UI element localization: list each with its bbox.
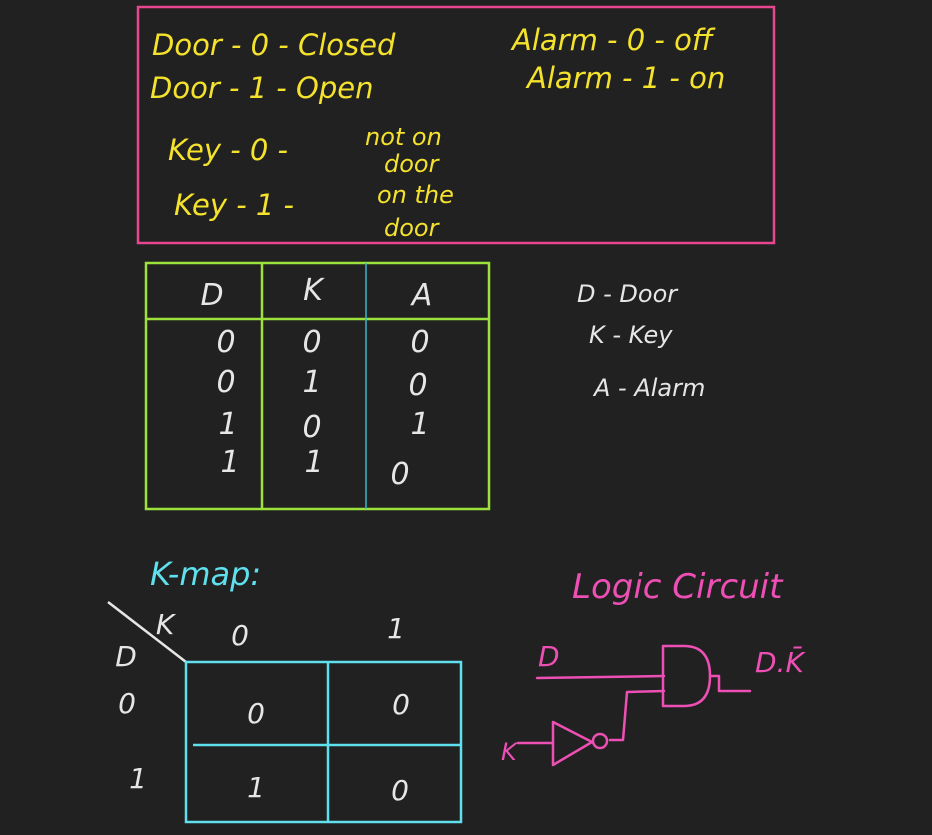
legend-door-1: Door - 1 - Open	[150, 71, 373, 105]
circuit-input-k: K	[501, 738, 519, 766]
and-gate	[661, 644, 712, 708]
kmap-row-header-0: 0	[118, 687, 136, 720]
kmap-cell: 0	[391, 774, 409, 807]
kmap-col-var: K	[156, 608, 177, 641]
legend-key-0-desc-1: not on	[365, 123, 442, 151]
truth-table-cell: 0	[216, 365, 235, 400]
circuit-title: Logic Circuit	[572, 567, 784, 607]
wire-d	[535, 674, 666, 680]
kmap-cell: 1	[247, 771, 265, 804]
truth-table-cell: 1	[218, 407, 237, 442]
legend-alarm-1: Alarm - 1 - on	[525, 61, 725, 95]
truth-table-cell: 1	[410, 407, 429, 442]
truth-table-cell: 0	[390, 457, 409, 492]
not-gate	[551, 720, 594, 767]
legend-key-0-desc-2: door	[384, 150, 441, 178]
truth-table-cell: 0	[302, 325, 321, 360]
truth-table-header-a: A	[410, 278, 433, 313]
kmap-corner-diagonal	[107, 601, 187, 663]
truth-table-cell: 0	[410, 325, 429, 360]
legend-key-1-desc-2: door	[384, 214, 441, 242]
truth-table-cell: 0	[408, 368, 427, 403]
abbreviations: D - Door K - Key A - Alarm	[577, 280, 705, 402]
kmap-grid-border	[184, 660, 463, 824]
kmap-title: K-map:	[150, 555, 261, 593]
legend-key-1: Key - 1 -	[174, 188, 294, 222]
kmap-col-header-0: 0	[231, 619, 249, 652]
legend-alarm-0: Alarm - 0 - off	[510, 23, 716, 57]
kmap-cell: 0	[247, 697, 265, 730]
abbr-door: D - Door	[577, 280, 679, 308]
truth-table-cell: 1	[302, 365, 321, 400]
logic-circuit: Logic Circuit D K D.K̄	[501, 567, 806, 767]
not-gate-bubble	[591, 732, 609, 750]
abbr-key: K - Key	[589, 321, 673, 349]
kmap-cell: 0	[392, 688, 410, 721]
circuit-output: D.K̄	[755, 645, 806, 679]
truth-table-cell: 0	[216, 325, 235, 360]
legend-key-0: Key - 0 -	[168, 133, 288, 167]
truth-table-header-k: K	[303, 273, 325, 308]
truth-table-border	[144, 261, 491, 511]
truth-table-header-d: D	[200, 278, 223, 313]
legend-key-1-desc-1: on the	[377, 181, 454, 209]
circuit-input-d: D	[538, 640, 560, 673]
wire-kbar	[608, 689, 666, 742]
wire-out	[708, 674, 752, 693]
truth-table-cell: 1	[220, 445, 239, 480]
truth-table: D K A 0 0 0 0 1 0 1 0 1 1 1 0	[144, 261, 491, 511]
legend-box	[136, 5, 776, 245]
kmap-row-header-1: 1	[129, 762, 147, 795]
legend: Door - 0 - Closed Door - 1 - Open Alarm …	[150, 23, 725, 242]
abbr-alarm: A - Alarm	[592, 374, 705, 402]
kmap-row-var: D	[115, 640, 137, 673]
truth-table-cell: 1	[304, 445, 323, 480]
legend-door-0: Door - 0 - Closed	[152, 28, 396, 62]
kmap: K-map: K D 0 1 0 1 0 0 1 0	[107, 555, 463, 824]
kmap-col-header-1: 1	[387, 612, 405, 645]
truth-table-cell: 0	[302, 410, 321, 445]
